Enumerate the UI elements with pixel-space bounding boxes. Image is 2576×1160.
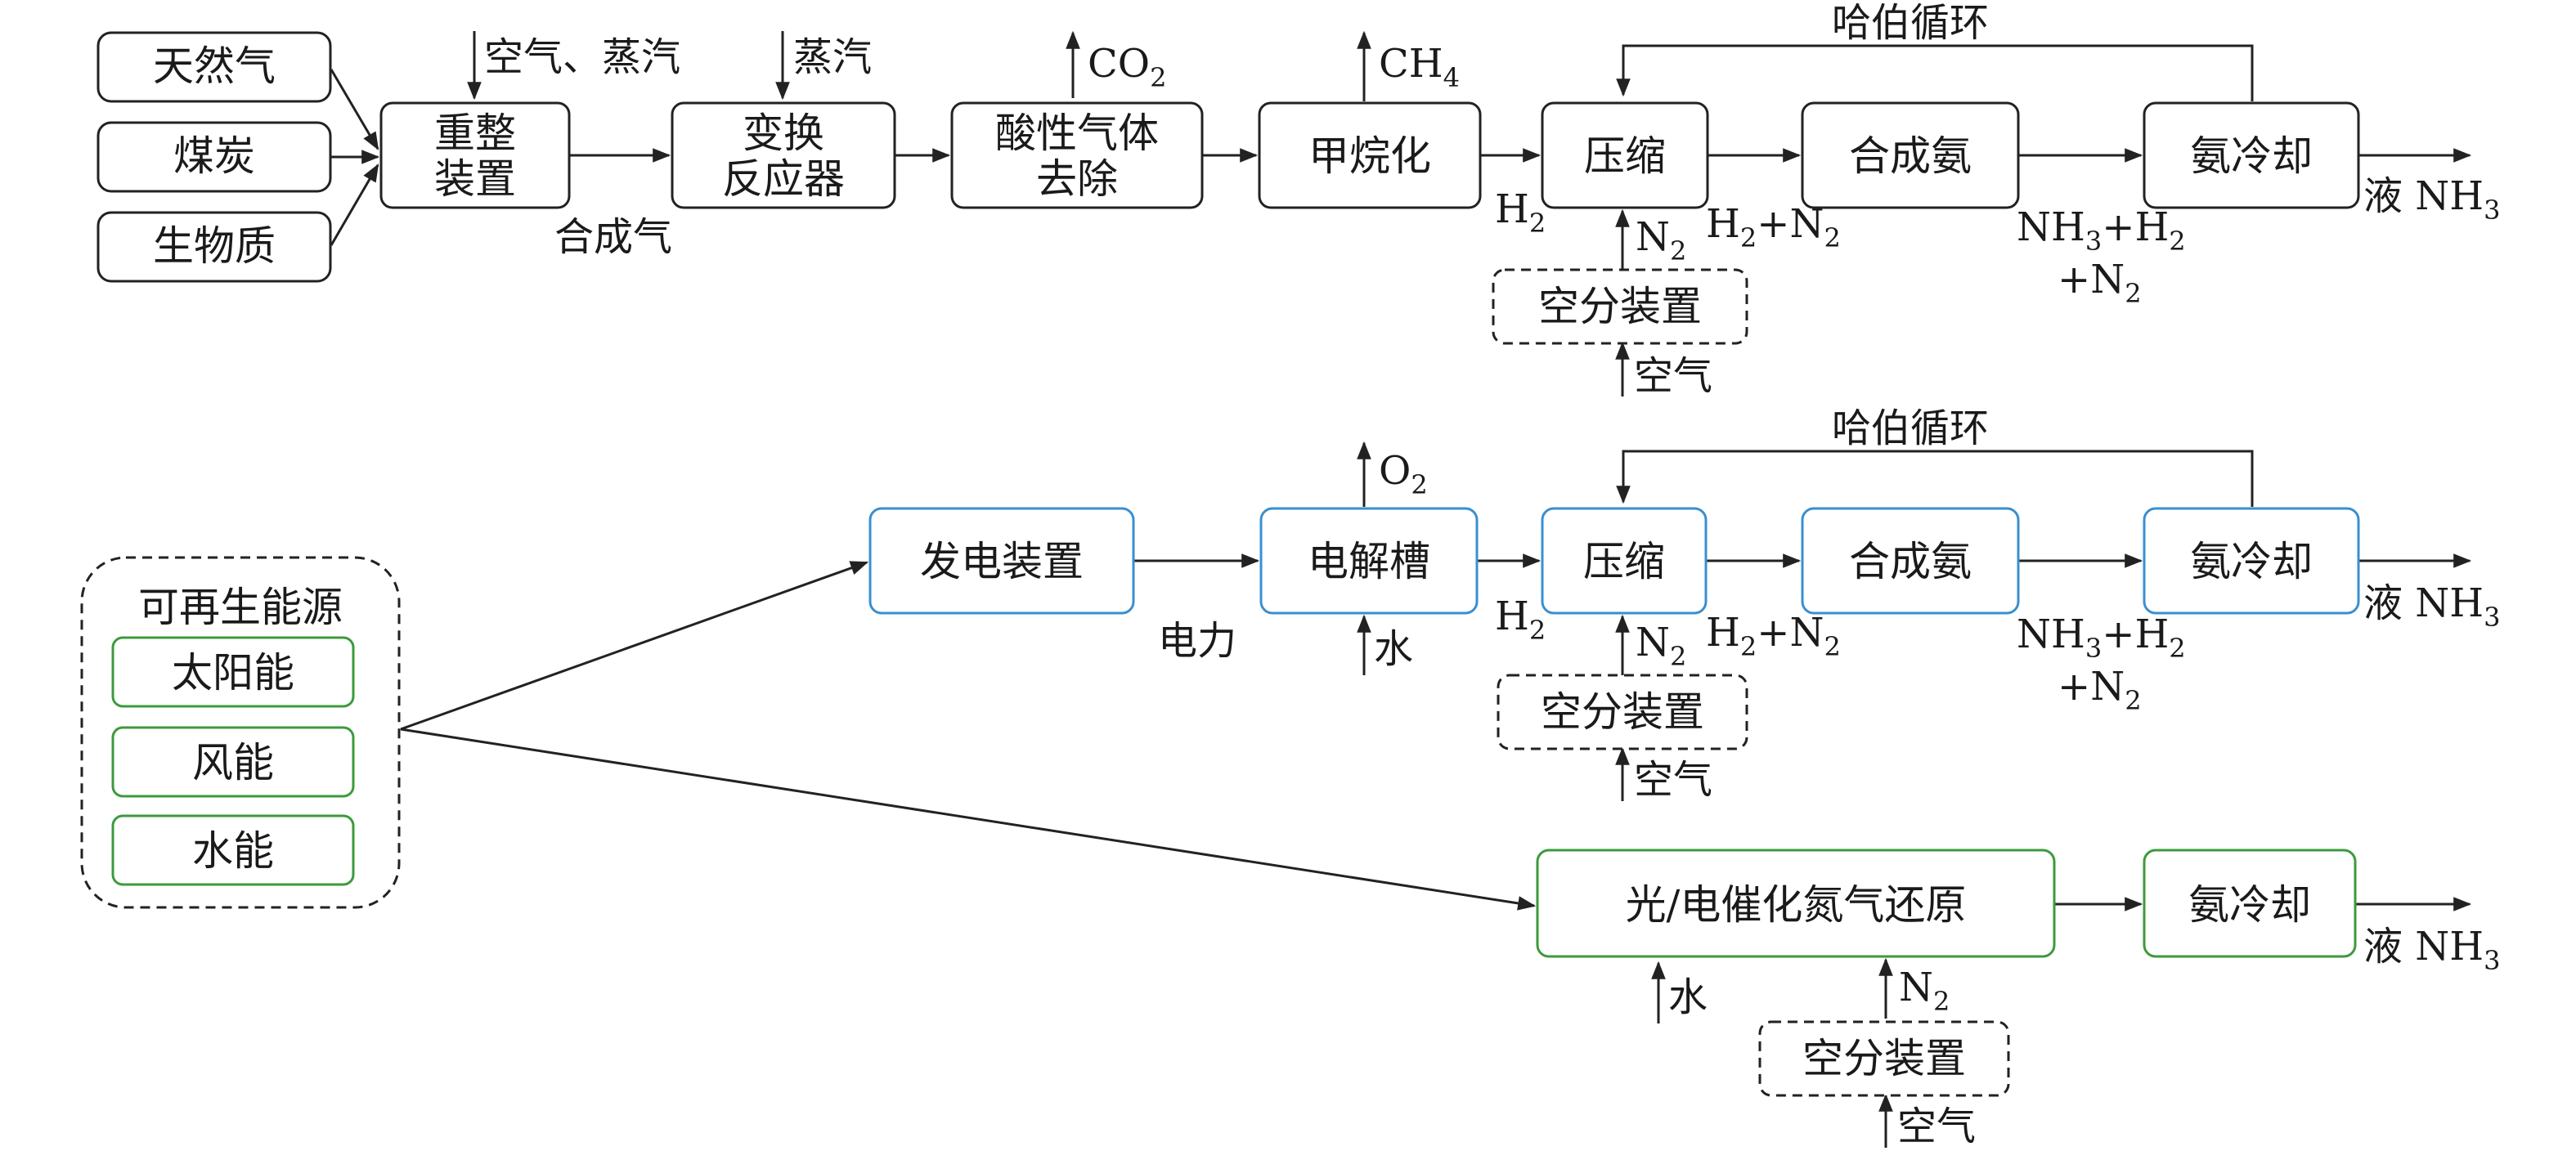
product-label-2: 液 NH3 [2363, 580, 2500, 633]
n2-tail-label-1: +N2 [2058, 257, 2142, 309]
ch4-label: CH4 [1379, 41, 1460, 93]
source-natural-gas-label: 天然气 [153, 43, 276, 90]
synthesis-box-2: 合成氨 [1801, 507, 2020, 615]
water-label-3: 水 [1668, 974, 1708, 1020]
nh3h2-label-1: NH3+H2 [2017, 204, 2186, 257]
cooling-box-2: 氨冷却 [2143, 507, 2360, 615]
source-biomass: 生物质 [96, 211, 332, 283]
catalysis-label: 光/电催化氮气还原 [1626, 881, 1967, 929]
air-separation-unit-2: 空分装置 [1497, 674, 1748, 750]
air-separation-unit-1: 空分装置 [1492, 268, 1748, 345]
cooling-label-2: 氨冷却 [2190, 538, 2313, 585]
asu-label-2: 空分装置 [1541, 688, 1704, 736]
compressor-label-1: 压缩 [1584, 132, 1666, 180]
asu-label-1: 空分装置 [1538, 283, 1702, 330]
n2-label-3: N2 [1899, 965, 1950, 1017]
h2n2-label-1: H2+N2 [1706, 201, 1841, 253]
power-generation-label: 发电装置 [920, 538, 1084, 585]
source-coal-label: 煤炭 [173, 132, 255, 180]
syngas-label: 合成气 [554, 214, 672, 260]
row1-connectors [330, 30, 2472, 396]
shift-label-line1: 变换 [743, 110, 824, 157]
renewable-solar: 太阳能 [111, 636, 355, 708]
renewable-hydro: 水能 [111, 814, 355, 886]
electricity-label: 电力 [1158, 618, 1236, 664]
asu-label-3: 空分装置 [1802, 1035, 1966, 1082]
electrolyzer-label: 电解槽 [1308, 538, 1430, 585]
power-generation-box: 发电装置 [868, 507, 1135, 615]
haber-cycle-label-2: 哈伯循环 [1832, 405, 1989, 451]
n2-label-1: N2 [1636, 214, 1686, 266]
n2-tail-label-2: +N2 [2058, 664, 2142, 716]
n2-label-2: N2 [1636, 620, 1686, 672]
cooling-label-1: 氨冷却 [2190, 132, 2313, 180]
shift-input-label: 蒸汽 [793, 34, 872, 80]
product-label-1: 液 NH3 [2363, 173, 2500, 226]
water-label-2: 水 [1374, 626, 1413, 672]
acid-label-line1: 酸性气体 [995, 110, 1159, 157]
compressor-label-2: 压缩 [1583, 538, 1665, 585]
nh3h2-label-2: NH3+H2 [2017, 611, 2186, 664]
reformer-label-line1: 重整 [434, 110, 516, 157]
h2-label-2: H2 [1495, 593, 1546, 646]
cooling-label-3: 氨冷却 [2188, 881, 2311, 929]
row3-connectors [1651, 897, 2472, 1148]
synthesis-label-2: 合成氨 [1849, 538, 1972, 585]
renewables-title: 可再生能源 [138, 584, 343, 631]
renewable-solar-label: 太阳能 [172, 649, 294, 696]
methanation-box: 甲烷化 [1258, 101, 1482, 209]
source-biomass-label: 生物质 [153, 222, 276, 270]
renewable-hydro-label: 水能 [192, 827, 274, 875]
source-natural-gas: 天然气 [96, 31, 332, 103]
renewable-wind-label: 风能 [192, 739, 274, 786]
o2-label: O2 [1379, 448, 1428, 500]
cooling-box-1: 氨冷却 [2143, 101, 2360, 209]
methanation-label: 甲烷化 [1308, 132, 1431, 180]
reformer-box: 重整 装置 [379, 101, 571, 209]
synthesis-box-1: 合成氨 [1801, 101, 2020, 209]
reformer-label-line2: 装置 [434, 155, 516, 203]
renewable-wind: 风能 [111, 726, 355, 798]
reformer-input-label: 空气、蒸汽 [484, 34, 680, 80]
shift-label-line2: 反应器 [722, 155, 845, 203]
air-label-1: 空气 [1634, 353, 1712, 399]
source-coal: 煤炭 [96, 121, 332, 193]
h2-label-1: H2 [1495, 186, 1546, 239]
haber-cycle-label-1: 哈伯循环 [1832, 0, 1989, 46]
catalysis-box: 光/电催化氮气还原 [1536, 849, 2056, 958]
acid-gas-removal-box: 酸性气体 去除 [950, 101, 1204, 209]
air-label-2: 空气 [1634, 757, 1712, 803]
air-separation-unit-3: 空分装置 [1758, 1020, 2010, 1097]
shift-reactor-box: 变换 反应器 [671, 101, 896, 209]
h2n2-label-2: H2+N2 [1706, 610, 1841, 662]
acid-label-line2: 去除 [1036, 155, 1118, 203]
compressor-box-1: 压缩 [1541, 101, 1709, 209]
electrolyzer-box: 电解槽 [1259, 507, 1479, 615]
air-label-3: 空气 [1897, 1104, 1976, 1149]
co2-label: CO2 [1088, 41, 1166, 93]
synthesis-label-1: 合成氨 [1849, 132, 1972, 180]
renewables-group: 可再生能源 太阳能 风能 水能 [80, 556, 401, 909]
compressor-box-2: 压缩 [1541, 507, 1708, 615]
cooling-box-3: 氨冷却 [2143, 849, 2357, 958]
row2-connectors [400, 441, 2472, 911]
product-label-3: 液 NH3 [2363, 924, 2500, 976]
